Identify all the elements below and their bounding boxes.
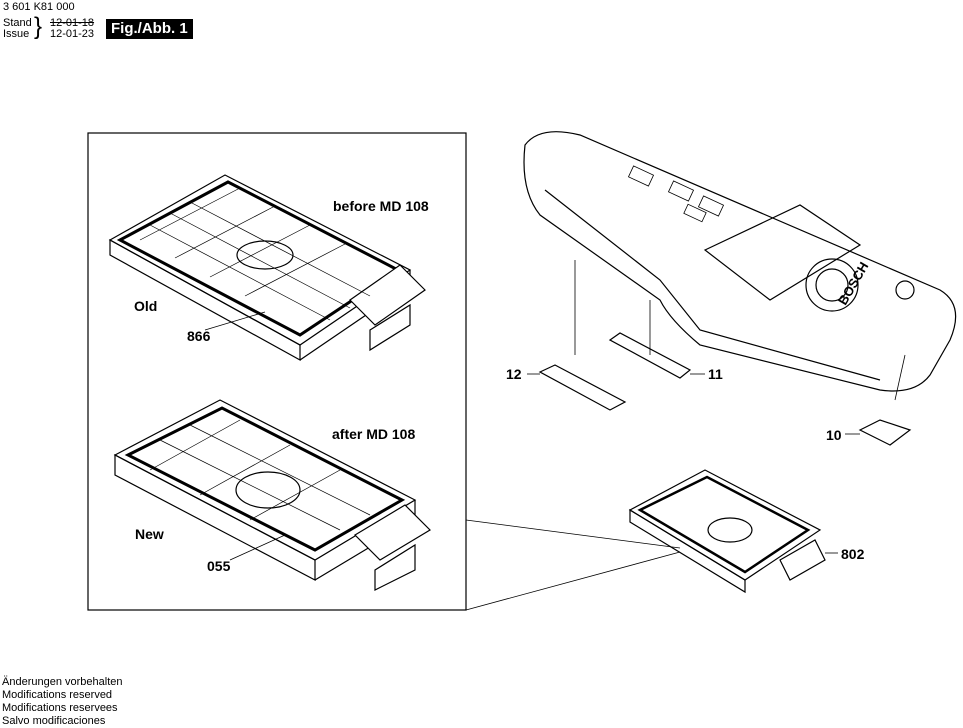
filter-802-drawing [628,469,826,594]
inset-frame [87,132,467,611]
stand-label: Stand [3,17,32,29]
footer-line: Modifications reserved [2,689,113,701]
detector-device-drawing [523,131,957,401]
issue-date: 12-01-23 [50,28,95,40]
footer-line: Salvo modificaciones [2,715,106,727]
pad-10 [858,419,912,446]
before-md108-label: before MD 108 [333,198,429,214]
part-10-label: 10 [826,427,842,443]
connector-line [465,519,681,549]
part-number: 3 601 K81 000 [3,1,75,13]
new-filter-drawing [113,399,431,591]
part-802-label: 802 [841,546,865,562]
footer-line: Änderungen vorbehalten [2,676,123,688]
new-label: New [135,526,164,542]
pad-12 [538,364,627,411]
old-filter-drawing [108,174,426,362]
part-055-label: 055 [207,558,231,574]
brace: } [34,13,43,40]
connector-line [465,551,681,611]
old-label: Old [134,298,158,314]
part-12-label: 12 [506,366,522,382]
after-md108-label: after MD 108 [332,426,416,442]
issue-label: Issue [3,28,30,40]
part-11-label: 11 [708,366,723,382]
part-866-label: 866 [187,328,211,344]
stand-date: 12-01-18 [50,17,95,29]
figure-label: Fig./Abb. 1 [106,19,193,39]
pad-11 [608,332,692,379]
footer-line: Modifications reservees [2,702,118,714]
